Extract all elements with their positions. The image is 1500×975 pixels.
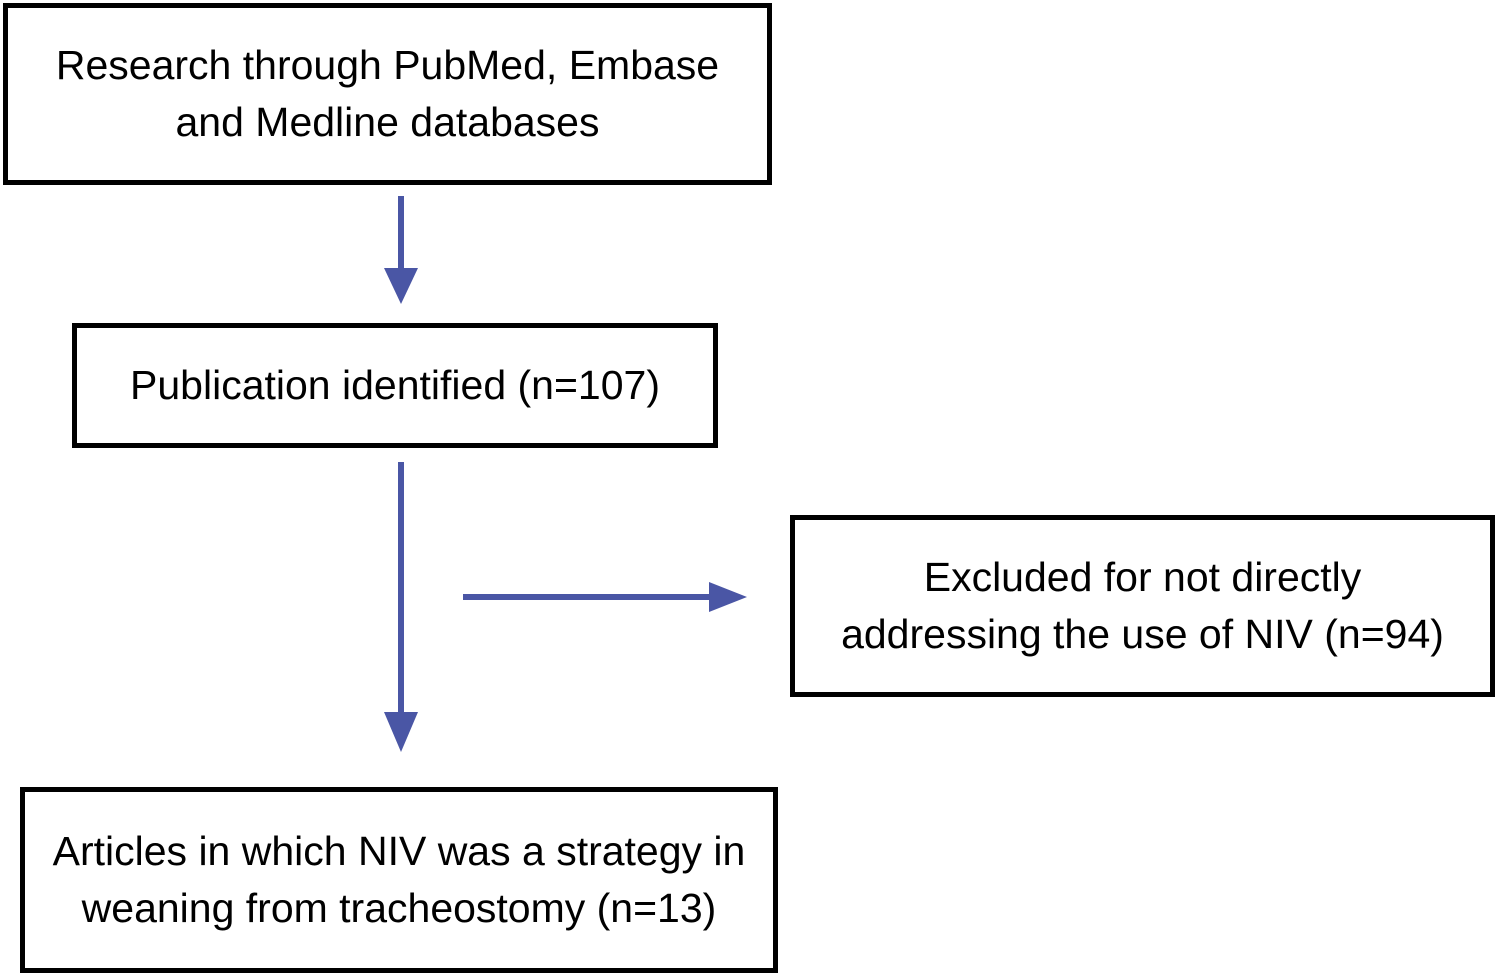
box-excluded-articles: Excluded for not directly addressing the…	[790, 515, 1495, 697]
arrow-down-icon	[384, 712, 418, 752]
box-database-search-line1: Research through PubMed, Embase	[55, 42, 720, 88]
box-included-articles-line2: weaning from tracheostomy (n=13)	[81, 885, 717, 931]
box-included-articles: Articles in which NIV was a strategy in …	[20, 787, 778, 973]
box-publications-identified-line1: Publication identified (n=107)	[130, 362, 660, 408]
arrow-source-to-identified-shaft	[398, 196, 404, 272]
box-excluded-articles-line2: addressing the use of NIV (n=94)	[841, 611, 1444, 657]
box-included-articles-line1: Articles in which NIV was a strategy in	[52, 828, 746, 874]
arrow-right-icon	[709, 582, 747, 612]
arrow-identified-to-excluded-shaft	[463, 594, 711, 600]
arrow-identified-to-included-shaft	[398, 462, 404, 714]
box-excluded-articles-line1: Excluded for not directly	[923, 554, 1362, 600]
box-database-search: Research through PubMed, Embase and Medl…	[3, 3, 772, 185]
box-publications-identified: Publication identified (n=107)	[72, 323, 718, 448]
box-database-search-line2: and Medline databases	[175, 99, 600, 145]
arrow-down-icon	[384, 268, 418, 304]
